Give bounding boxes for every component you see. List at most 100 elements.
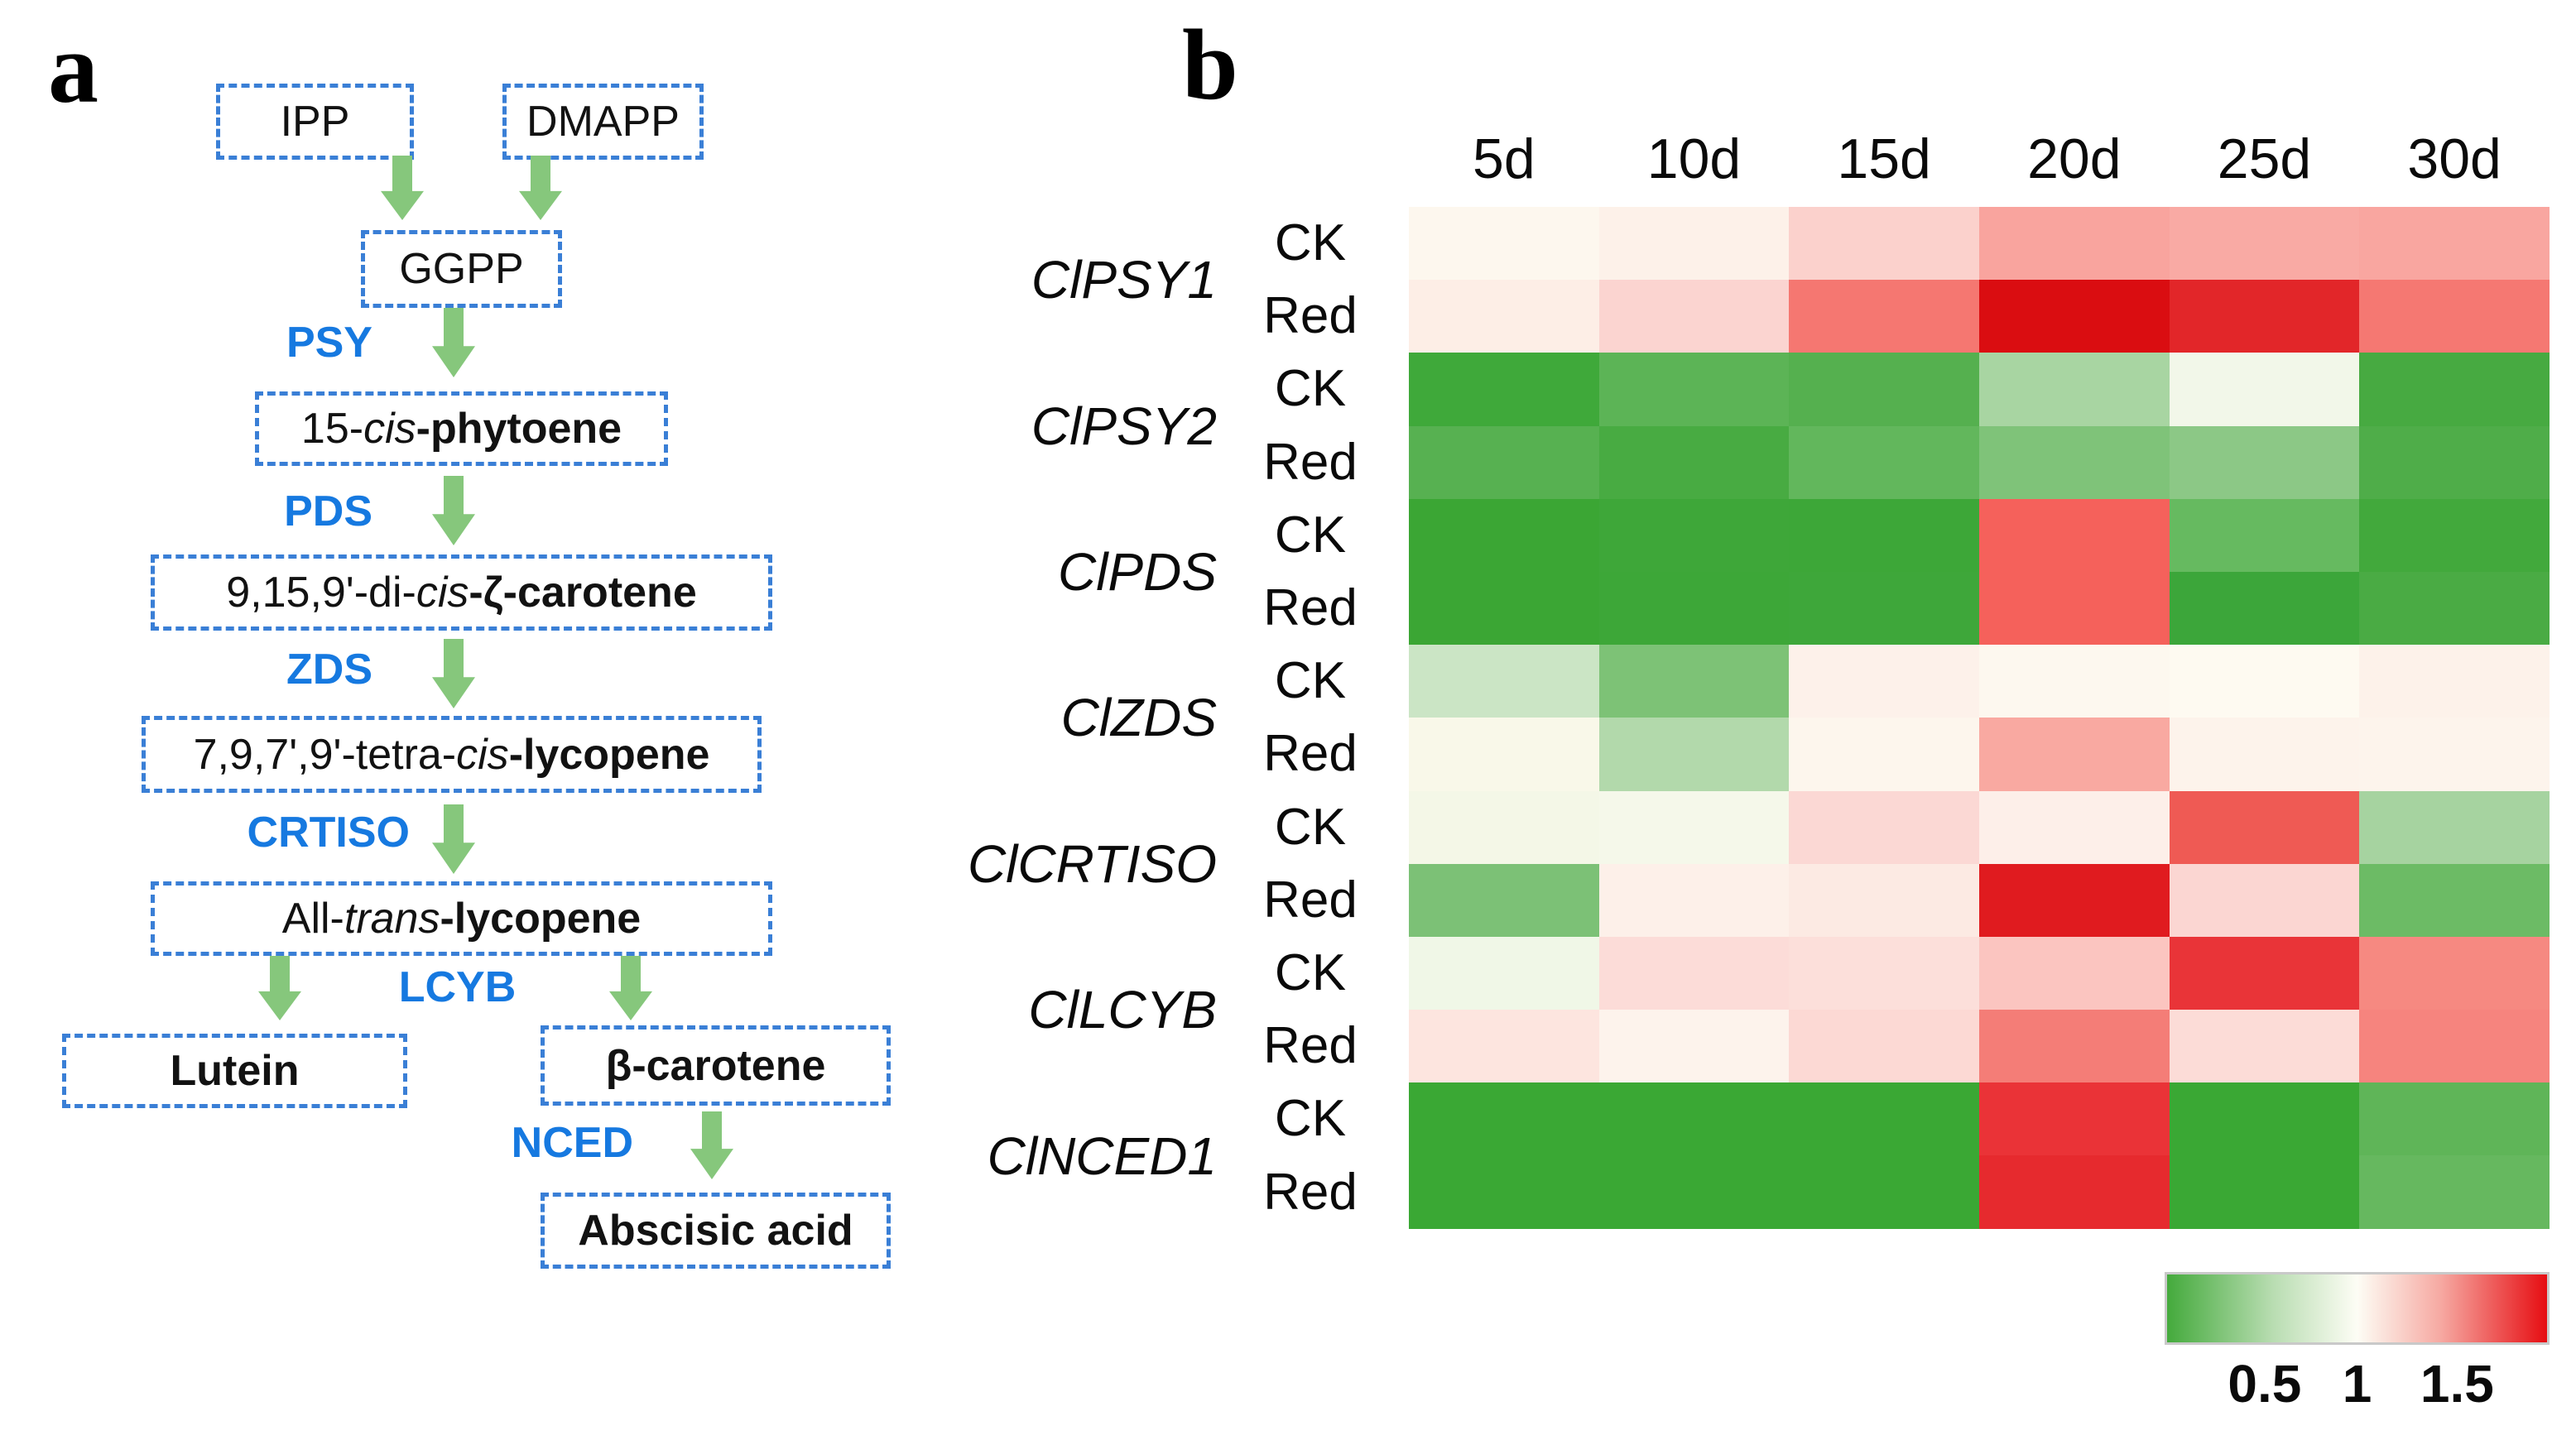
heatmap-cell [1409, 645, 1599, 718]
heatmap-cell [2359, 645, 2550, 718]
heatmap-cell [2359, 936, 2550, 1010]
heatmap-cell [1789, 280, 1979, 353]
heatmap-cell [1979, 936, 2170, 1010]
treatment-label-ck: CK [1274, 506, 1347, 564]
pathway-node-ipp: IPP [216, 84, 414, 160]
heatmap-cell [1789, 718, 1979, 791]
flow-arrow-tetracis-to-alltrans-lycopene [432, 804, 475, 874]
treatment-label-red: Red [1263, 871, 1358, 929]
treatment-label-ck: CK [1274, 652, 1347, 710]
flow-arrow-ggpp-to-phytoene [432, 308, 475, 377]
heatmap-cell [2169, 1010, 2360, 1083]
heatmap-cell [1789, 571, 1979, 646]
node-text: IPP [280, 98, 350, 146]
heatmap-cell [2359, 498, 2550, 572]
treatment-label-ck: CK [1274, 214, 1347, 271]
heatmap-cell [1409, 1155, 1599, 1229]
pathway-node-beta-carotene: β-carotene [541, 1025, 891, 1106]
heatmap-cell [2169, 498, 2360, 572]
pathway-node-all-trans-lycopene: All-trans-lycopene [151, 881, 772, 956]
heatmap-cell [1598, 1155, 1790, 1229]
node-text-bold: -lycopene [508, 730, 710, 779]
heatmap-cell [1409, 1082, 1599, 1156]
heatmap-cell [1409, 936, 1599, 1010]
column-header-25d: 25d [2217, 127, 2312, 190]
heatmap-cell [1979, 718, 2170, 791]
treatment-label-red: Red [1263, 1017, 1358, 1075]
heatmap-cell [1409, 207, 1599, 281]
heatmap-cell [1409, 718, 1599, 791]
heatmap-cell [2359, 718, 2550, 791]
heatmap-cell [1789, 645, 1979, 718]
heatmap-cell [1598, 936, 1790, 1010]
node-text-bold: -lycopene [440, 895, 642, 943]
colorbar-tick-0.5: 0.5 [2228, 1354, 2302, 1414]
flow-arrow-beta-carotene-to-aba [690, 1111, 733, 1179]
heatmap-cell [1789, 425, 1979, 499]
heatmap-cell [2169, 863, 2360, 937]
node-text: All- [281, 895, 344, 943]
node-text: 15- [300, 405, 364, 453]
heatmap-cell [1979, 353, 2170, 426]
heatmap-cell [2359, 207, 2550, 281]
treatment-label-red: Red [1263, 579, 1358, 636]
node-text-italic: trans [344, 895, 440, 943]
node-text-bold: Abscisic acid [578, 1207, 853, 1255]
treatment-label-red: Red [1263, 725, 1358, 783]
heatmap-cell [1409, 571, 1599, 646]
pathway-node-ggpp: GGPP [361, 230, 562, 308]
heatmap-grid [1409, 207, 2550, 1229]
enzyme-label-crtiso: CRTISO [247, 809, 410, 857]
enzyme-label-nced: NCED [511, 1119, 633, 1167]
heatmap-cell [1598, 645, 1790, 718]
flow-arrow-alltrans-to-lutein [258, 956, 301, 1020]
gene-label-clpsy1: ClPSY1 [1031, 250, 1217, 310]
heatmap-cell [1409, 353, 1599, 426]
pathway-node-tetra-cis-lycopene: 7,9,7',9'-tetra-cis-lycopene [142, 716, 762, 793]
gene-label-cllcyb: ClLCYB [1028, 980, 1217, 1040]
heatmap-cell [1598, 280, 1790, 353]
node-text-italic: cis [416, 569, 469, 617]
heatmap-cell [2169, 1082, 2360, 1156]
heatmap-cell [1598, 207, 1790, 281]
heatmap-cell [2359, 863, 2550, 937]
heatmap-cell [1598, 571, 1790, 646]
heatmap-cell [2359, 1155, 2550, 1229]
heatmap-cell [1979, 1155, 2170, 1229]
heatmap-cell [1789, 207, 1979, 281]
heatmap-cell [2359, 1010, 2550, 1083]
heatmap-cell [1409, 498, 1599, 572]
heatmap-cell [2169, 1155, 2360, 1229]
gene-label-clpsy2: ClPSY2 [1031, 396, 1217, 456]
node-text: GGPP [399, 245, 524, 293]
gene-label-clnced1: ClNCED1 [987, 1126, 1217, 1186]
enzyme-label-psy: PSY [286, 319, 372, 367]
heatmap-cell [2359, 571, 2550, 646]
heatmap-cell [1789, 353, 1979, 426]
heatmap-cell [1409, 280, 1599, 353]
node-text-bold: -phytoene [416, 405, 622, 453]
column-header-20d: 20d [2027, 127, 2122, 190]
colorbar-tick-1: 1 [2342, 1354, 2372, 1414]
heatmap-cell [2169, 425, 2360, 499]
heatmap-cell [1789, 863, 1979, 937]
flow-arrow-dmapp-to-ggpp [519, 156, 562, 220]
treatment-label-red: Red [1263, 433, 1358, 491]
colorbar-tick-1.5: 1.5 [2420, 1354, 2494, 1414]
node-text-bold: Lutein [170, 1047, 300, 1095]
enzyme-label-lcyb: LCYB [398, 963, 517, 1011]
heatmap-cell [1789, 1010, 1979, 1083]
heatmap-cell [1409, 1010, 1599, 1083]
panel-a-label: a [48, 12, 99, 124]
node-text-italic: cis [456, 730, 509, 779]
heatmap-cell [1789, 1082, 1979, 1156]
heatmap-cell [2169, 645, 2360, 718]
treatment-label-ck: CK [1274, 360, 1347, 418]
flow-arrow-carotene-to-tetracis-lycopene [432, 639, 475, 708]
panel-b-label: b [1182, 9, 1238, 121]
heatmap-cell [1598, 718, 1790, 791]
node-text: 9,15,9'-di- [226, 569, 416, 617]
heatmap-cell [1979, 207, 2170, 281]
